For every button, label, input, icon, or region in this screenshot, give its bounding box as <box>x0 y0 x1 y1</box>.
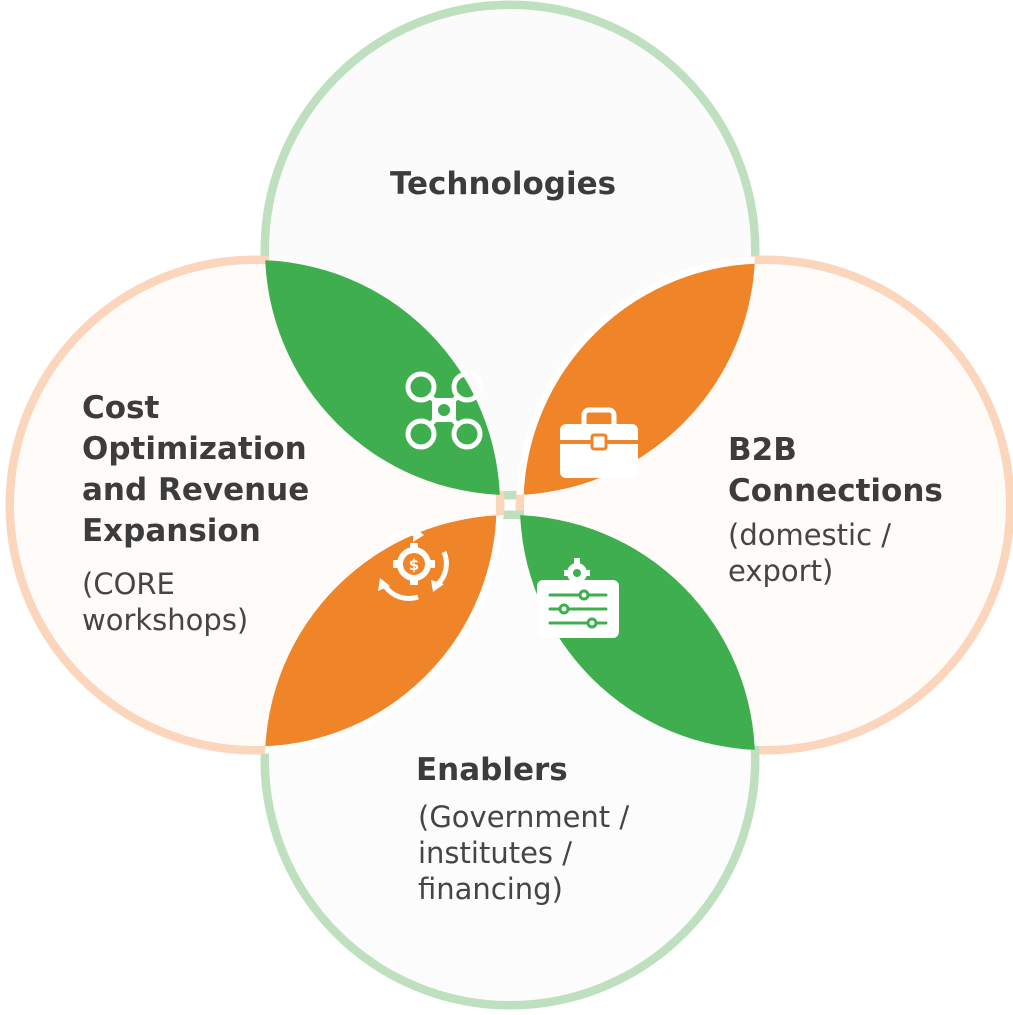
b2b-subtitle-line-1: (domestic / <box>728 518 892 552</box>
cost-subtitle-line-2: workshops) <box>82 603 249 637</box>
cost-subtitle-line-1: (CORE <box>82 567 175 601</box>
cost-subtitle: (CORE workshops) <box>82 566 248 638</box>
cost-title-line-1: Cost <box>82 390 160 426</box>
cost-cycle-icon: $ <box>378 527 449 601</box>
cost-title-line-3: and Revenue <box>82 472 310 508</box>
cost-ring <box>5 255 505 755</box>
b2b-ring <box>515 255 1013 755</box>
cost-title-line-4: Expansion <box>82 513 261 549</box>
svg-text:$: $ <box>409 556 419 574</box>
technologies-ring <box>260 0 760 500</box>
technologies-title: Technologies <box>390 166 617 202</box>
enablers-subtitle-line-1: (Government / <box>418 800 630 834</box>
b2b-title-line-1: B2B <box>728 432 797 468</box>
enablers-subtitle-line-3: financing) <box>418 872 563 906</box>
technologies-petal <box>265 260 500 495</box>
settings-sliders-icon <box>537 558 619 638</box>
briefcase-icon <box>560 407 638 478</box>
enablers-subtitle-line-2: institutes / <box>418 836 573 870</box>
b2b-subtitle-line-2: export) <box>728 554 834 588</box>
b2b-subtitle: (domestic / export) <box>728 517 891 589</box>
b2b-title: B2B Connections <box>728 430 943 512</box>
enablers-subtitle: (Government / institutes / financing) <box>418 799 629 907</box>
enablers-ring <box>260 510 760 1010</box>
cost-title-line-2: Optimization <box>82 431 307 467</box>
enablers-petal <box>520 515 755 750</box>
b2b-petal <box>520 260 755 495</box>
enablers-title: Enablers <box>416 752 568 788</box>
drone-icon <box>405 371 483 450</box>
b2b-title-line-2: Connections <box>728 473 943 509</box>
cost-title: Cost Optimization and Revenue Expansion <box>82 388 309 552</box>
cost-petal <box>265 515 500 750</box>
